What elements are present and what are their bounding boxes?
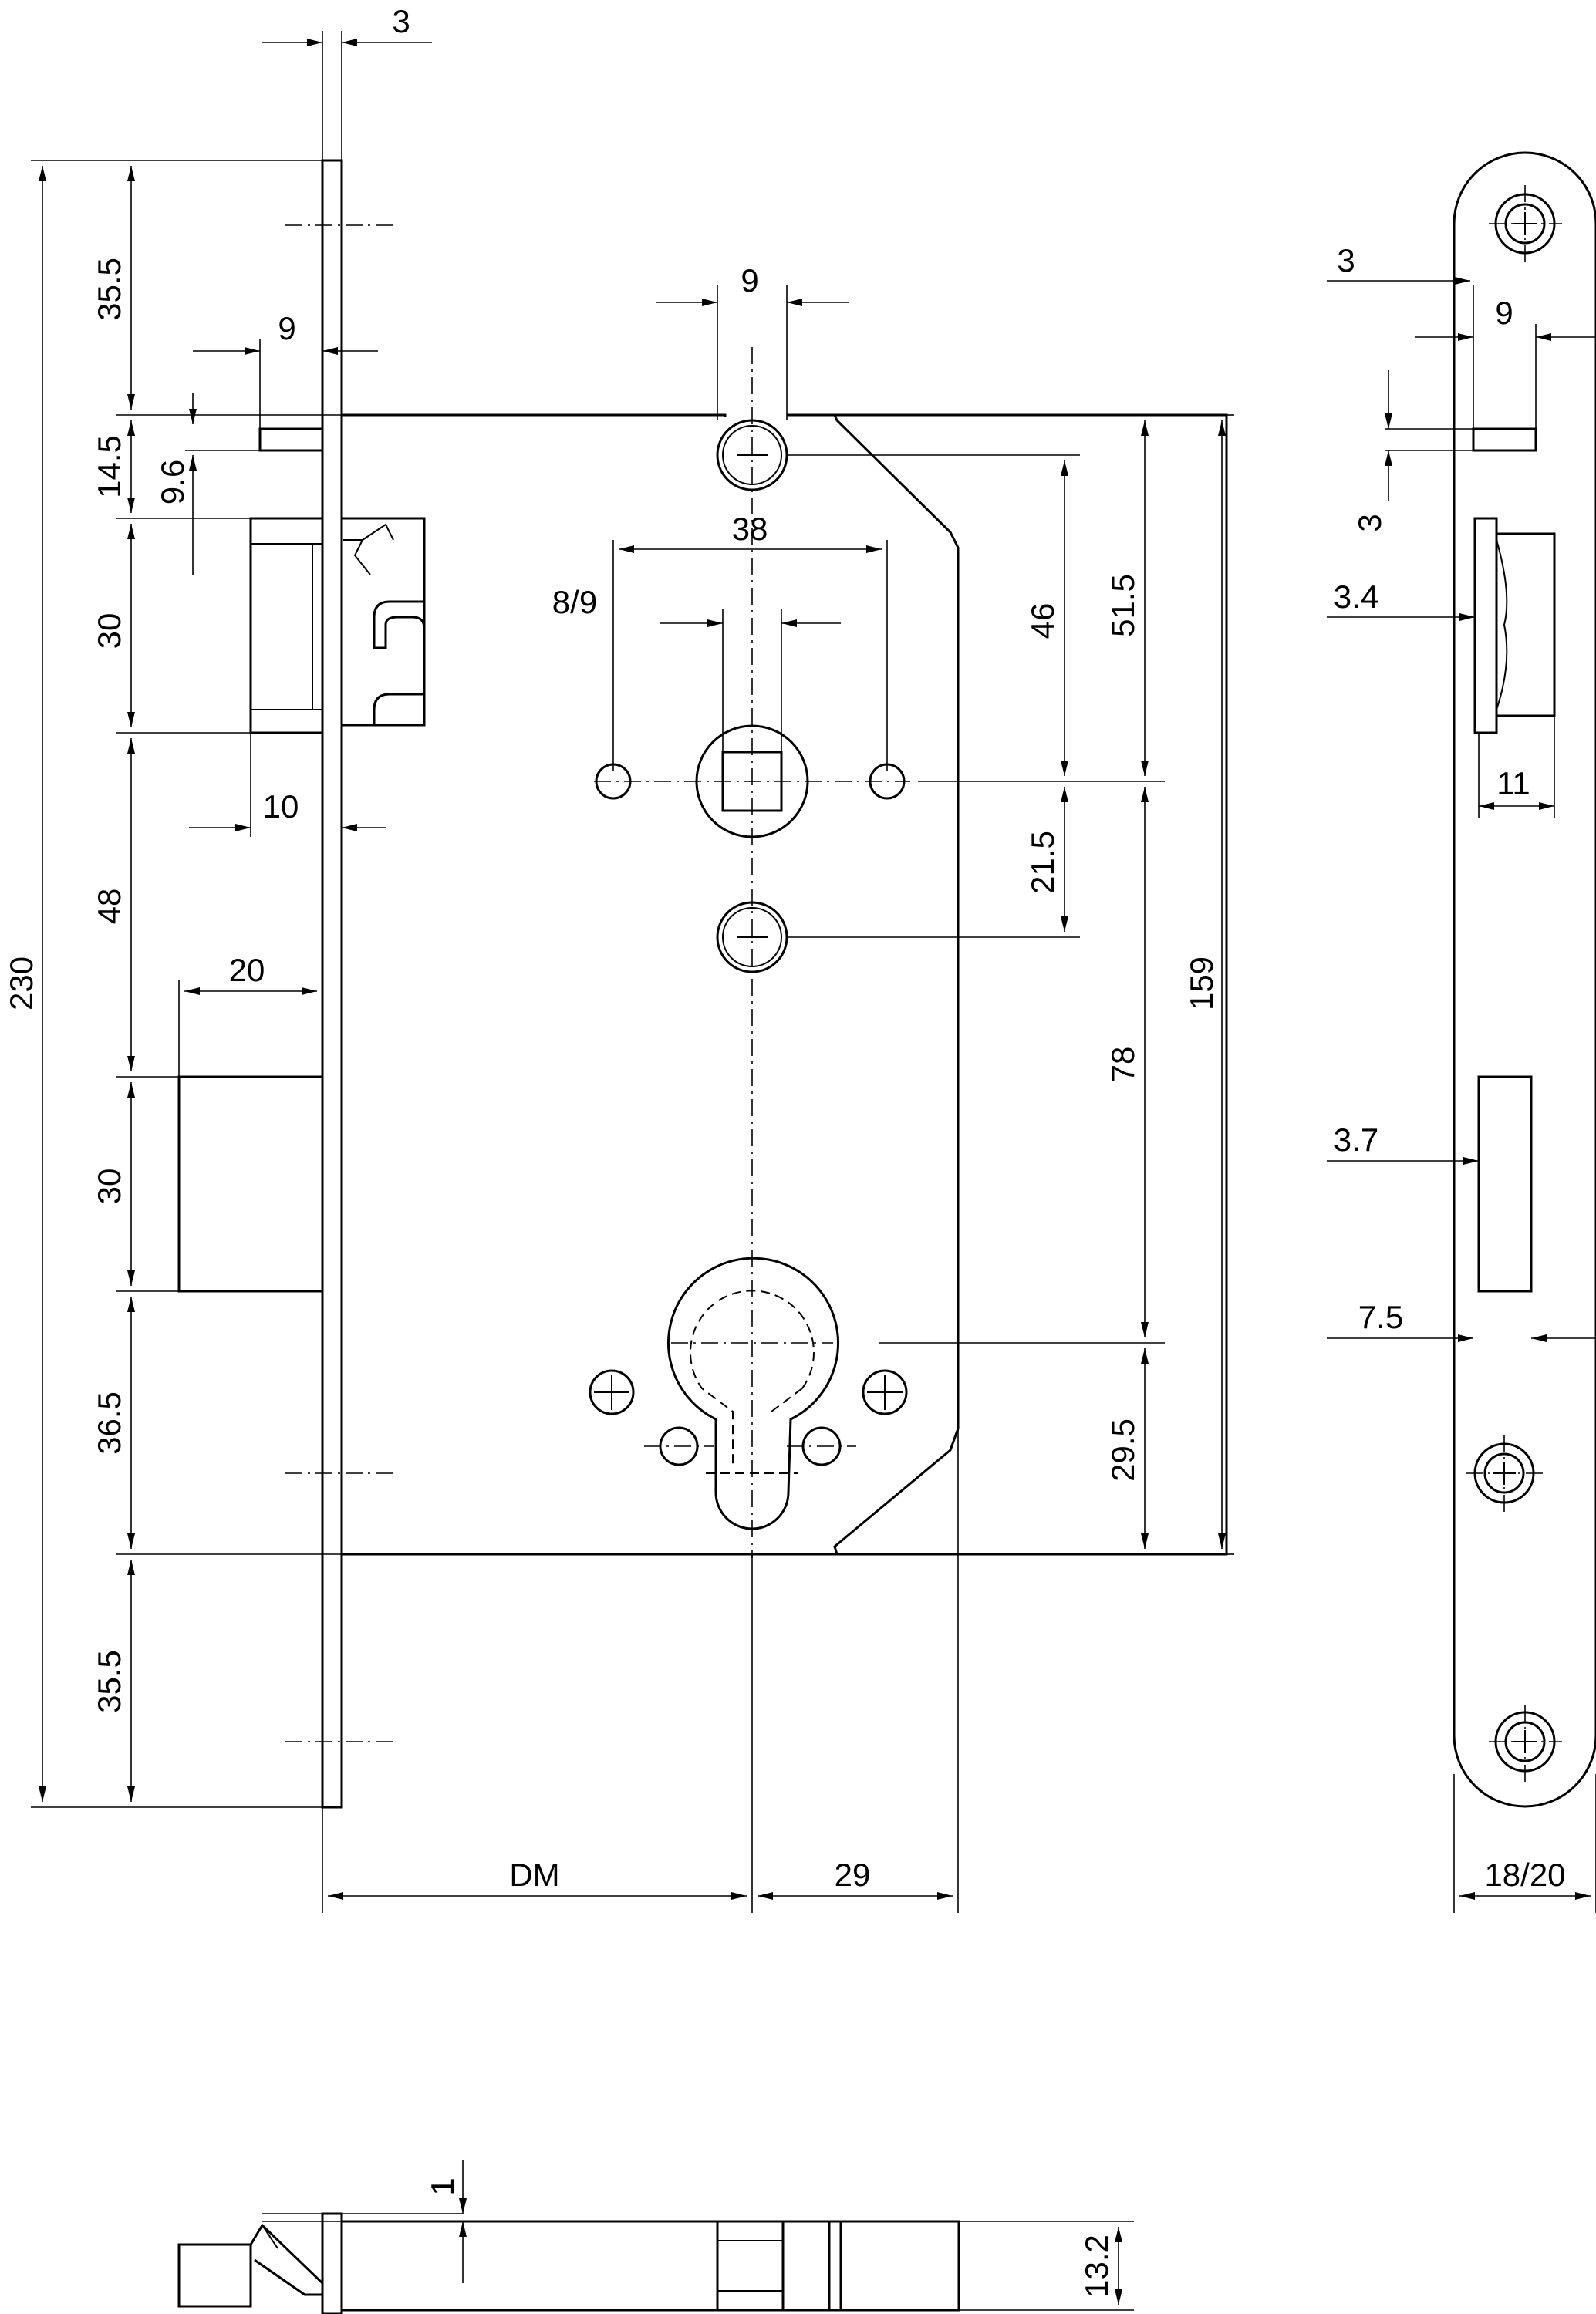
dim-bolt-vertical: 9.6 <box>154 460 191 504</box>
top-bolt <box>258 427 324 452</box>
bottom-dim-flange: 1 <box>424 2177 461 2195</box>
dim-top-hole-to-follower: 46 <box>1024 603 1061 639</box>
dim-latch-to-deadbolt: 48 <box>91 889 127 925</box>
side-latch <box>1473 517 1556 734</box>
side-dim-deadbolt-width: 7.5 <box>1358 1299 1403 1335</box>
dim-follower-spacing: 38 <box>732 511 768 547</box>
latch-bolt <box>249 517 324 734</box>
side-view: 3 9 3 3.4 11 3.7 7.5 18/20 <box>1327 151 1596 1913</box>
side-dim-deadbolt-offset: 3.7 <box>1334 1122 1378 1158</box>
front-view: 3 230 35.5 14.5 9.6 9 30 10 48 20 30 36.… <box>3 3 1234 1913</box>
dim-faceplate-thickness: 3 <box>392 3 410 39</box>
faceplate-outline <box>1453 151 1596 1808</box>
dim-overall-height: 230 <box>3 956 39 1010</box>
faceplate-screws <box>1466 185 1562 1782</box>
bottom-case <box>340 2220 960 2312</box>
bottom-view: 1 13.2 <box>177 2160 1134 2314</box>
bottom-dim-thickness: 13.2 <box>1078 2235 1115 2298</box>
dim-hole-width: 9 <box>741 262 758 299</box>
side-dim-bolt-width: 9 <box>1495 295 1513 331</box>
dim-backset: DM <box>509 1857 559 1893</box>
dim-case-height: 159 <box>1183 956 1220 1010</box>
dim-latch-depth: 10 <box>263 788 299 825</box>
cylinder-cutout <box>667 1257 839 1530</box>
dim-follower-to-lower-hole: 21.5 <box>1024 831 1061 894</box>
bottom-faceplate <box>321 2212 343 2314</box>
side-deadbolt <box>1477 1075 1533 1293</box>
latch-housing <box>342 517 426 727</box>
deadbolt <box>177 1075 324 1293</box>
dim-follower-square: 8/9 <box>552 584 597 620</box>
dim-faceplate-top: 35.5 <box>91 258 127 321</box>
dim-deadbolt-to-case: 36.5 <box>91 1391 127 1455</box>
side-dim-bolt-height: 3 <box>1351 514 1388 531</box>
side-dim-latch-width: 11 <box>1496 765 1530 801</box>
dim-deadbolt-depth: 20 <box>229 952 265 988</box>
side-dim-latch-offset: 3.4 <box>1334 578 1378 615</box>
dim-deadbolt-height: 30 <box>91 1169 127 1205</box>
cylinder-screw-holes <box>589 1369 908 1466</box>
side-dim-faceplate-width: 18/20 <box>1484 1857 1565 1893</box>
bottom-bolt <box>177 2223 324 2308</box>
dim-case-top-to-follower: 51.5 <box>1105 574 1141 637</box>
side-dim-bolt-offset: 3 <box>1337 242 1355 278</box>
follower-square <box>721 751 783 812</box>
dim-follower-to-cylinder: 78 <box>1105 1047 1141 1083</box>
dim-cylinder-to-case-bottom: 29.5 <box>1105 1418 1141 1482</box>
dim-bolt-height: 14.5 <box>91 435 127 498</box>
dim-bolt-offset: 9 <box>278 310 295 346</box>
side-bolt <box>1472 427 1537 452</box>
dim-cylinder-to-back: 29 <box>835 1857 871 1893</box>
dim-faceplate-bottom: 35.5 <box>91 1650 127 1713</box>
dim-latch-height: 30 <box>91 613 127 649</box>
faceplate <box>321 159 343 1809</box>
lock-case <box>342 413 1228 1556</box>
follower-hub <box>695 724 809 838</box>
